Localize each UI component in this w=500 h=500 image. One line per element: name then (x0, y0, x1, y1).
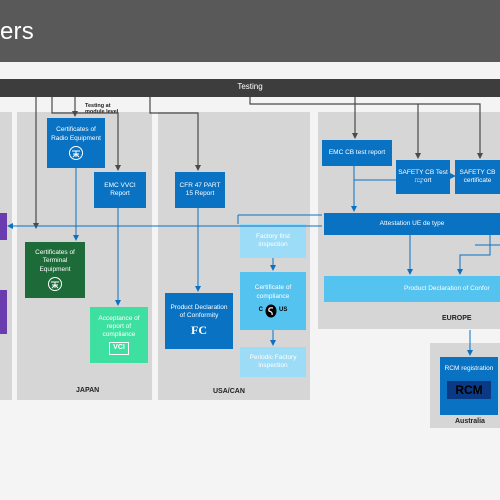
vcci-logo-icon: VCI (109, 342, 129, 356)
pdoc-usa-box: Product Declaration of Conformity FC (165, 293, 233, 349)
fcc-logo-icon: FC (191, 323, 207, 338)
module-level-note: Testing at module level (85, 103, 119, 116)
region-label-usa-can: USA/CAN (213, 388, 245, 395)
csa-mark-icon (265, 304, 277, 318)
cert-compliance-label: Certificate of compliance (254, 284, 292, 300)
vcci-logo-text: VCI (113, 344, 125, 352)
page-title: ers (0, 18, 34, 45)
cert-terminal-label: Certificates of Terminal Equipment (35, 249, 75, 273)
rcm-registration-box: RCM registration RCM (440, 357, 498, 415)
left-purple-box-bottom (0, 290, 7, 334)
cfr47-report-box: CFR 47 PART 15 Report (175, 172, 225, 208)
safety-cb-test-label: SAFETY CB Test report (398, 168, 448, 184)
acceptance-label: Acceptance of report of compliance (98, 314, 140, 339)
region-left-partial (0, 112, 12, 400)
rcm-logo-text: RCM (455, 382, 483, 397)
attestation-ue-box: Attestation UE de type (324, 213, 500, 235)
cert-radio-label: Certificates of Radio Equipment (51, 126, 101, 142)
left-purple-box-top (0, 213, 7, 240)
region-label-europe: EUROPE (442, 315, 472, 322)
emc-cb-label: EMC CB test report (328, 148, 386, 156)
csa-logo-left-text: C (258, 306, 263, 313)
testing-label: Testing (237, 82, 263, 91)
safety-cb-cert-label: SAFETY CB certificate (459, 168, 496, 184)
region-label-japan: JAPAN (76, 387, 100, 394)
cfr47-label: CFR 47 PART 15 Report (179, 181, 221, 197)
factory-first-label: Factory first inspection (256, 232, 290, 248)
cert-radio-equipment-box: Certificates of Radio Equipment (47, 118, 105, 168)
attestation-label: Attestation UE de type (379, 219, 445, 227)
acceptance-report-box: Acceptance of report of compliance VCI (90, 307, 148, 363)
csa-logo-right-text: US (279, 306, 288, 313)
certificate-compliance-box: Certificate of compliance C US (240, 272, 306, 330)
emc-vcci-label: EMC VVCI Report (104, 181, 136, 197)
region-label-australia: Australia (455, 418, 485, 425)
mic-emblem-icon (69, 145, 83, 160)
emc-vcci-report-box: EMC VVCI Report (94, 172, 146, 208)
csa-logo-icon: C US (258, 304, 288, 318)
rcm-registration-label: RCM registration (444, 365, 494, 372)
cert-terminal-equipment-box: Certificates of Terminal Equipment (25, 242, 85, 298)
testing-band: Testing (0, 79, 500, 97)
fcc-logo-text: FC (191, 323, 207, 338)
safety-cb-certificate-box: SAFETY CB certificate (455, 160, 500, 194)
periodic-factory-inspection-box: Periodic Factory inspection (240, 347, 306, 377)
page-header: ers (0, 0, 500, 62)
pdoc-europe-label: Product Declaration of Confor (404, 284, 490, 292)
emc-cb-report-box: EMC CB test report (322, 140, 392, 166)
rcm-logo-icon: RCM (447, 381, 491, 400)
pdoc-usa-label: Product Declaration of Conformity (170, 303, 228, 319)
pdoc-europe-box: Product Declaration of Confor (324, 276, 500, 302)
terminal-emblem-icon (48, 276, 62, 291)
safety-cb-test-report-box: SAFETY CB Test report (396, 160, 450, 194)
periodic-factory-label: Periodic Factory inspection (249, 353, 297, 369)
factory-first-inspection-box: Factory first inspection (240, 224, 306, 258)
